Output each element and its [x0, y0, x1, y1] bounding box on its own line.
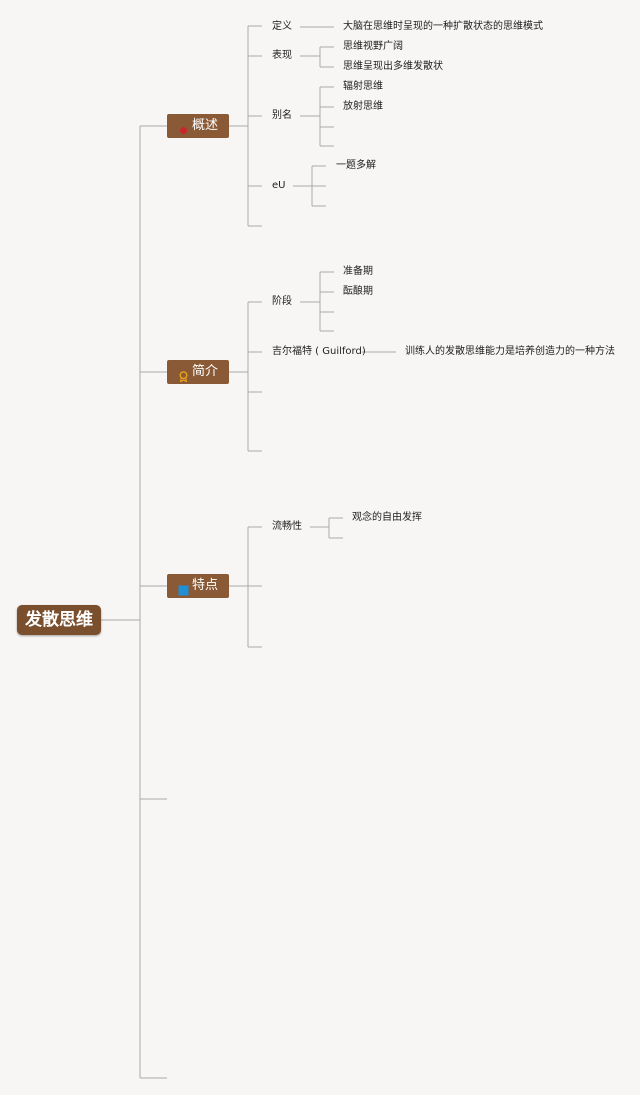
branch-label: 概述: [191, 118, 218, 133]
leaf-topic[interactable]: 观念的自由发挥: [352, 512, 422, 523]
award-ribbon-icon: [178, 367, 189, 383]
subtopic-definition[interactable]: 定义: [272, 21, 292, 32]
red-circle-icon: [178, 121, 189, 134]
leaf-topic[interactable]: 思维呈现出多维发散状: [343, 61, 443, 72]
leaf-topic[interactable]: 大脑在思维时呈现的一种扩散状态的思维模式: [343, 21, 543, 32]
leaf-topic[interactable]: 思维视野广阔: [343, 41, 403, 52]
subtopic-guilford[interactable]: 吉尔福特 ( Guilford): [272, 346, 366, 357]
branch-label: 特点: [191, 578, 218, 593]
branch-node-features[interactable]: 特点: [167, 574, 229, 598]
subtopic-alias[interactable]: 别名: [272, 110, 292, 121]
branch-label: 简介: [191, 364, 218, 379]
branch-node-overview[interactable]: 概述: [167, 114, 229, 138]
leaf-topic[interactable]: 一题多解: [336, 160, 376, 171]
subtopic-manifestation[interactable]: 表现: [272, 50, 292, 61]
root-node[interactable]: 发散思维: [17, 605, 101, 635]
leaf-topic[interactable]: 酝酿期: [343, 286, 373, 297]
subtopic-fluency[interactable]: 流畅性: [272, 521, 302, 532]
leaf-topic[interactable]: 辐射思维: [343, 81, 383, 92]
blue-square-icon: [178, 581, 189, 595]
leaf-topic[interactable]: 准备期: [343, 266, 373, 277]
leaf-topic[interactable]: 放射思维: [343, 101, 383, 112]
leaf-topic[interactable]: 训练人的发散思维能力是培养创造力的一种方法: [405, 346, 615, 357]
subtopic-eu[interactable]: eU: [272, 180, 286, 191]
branch-node-introduction[interactable]: 简介: [167, 360, 229, 384]
subtopic-stages[interactable]: 阶段: [272, 296, 292, 307]
